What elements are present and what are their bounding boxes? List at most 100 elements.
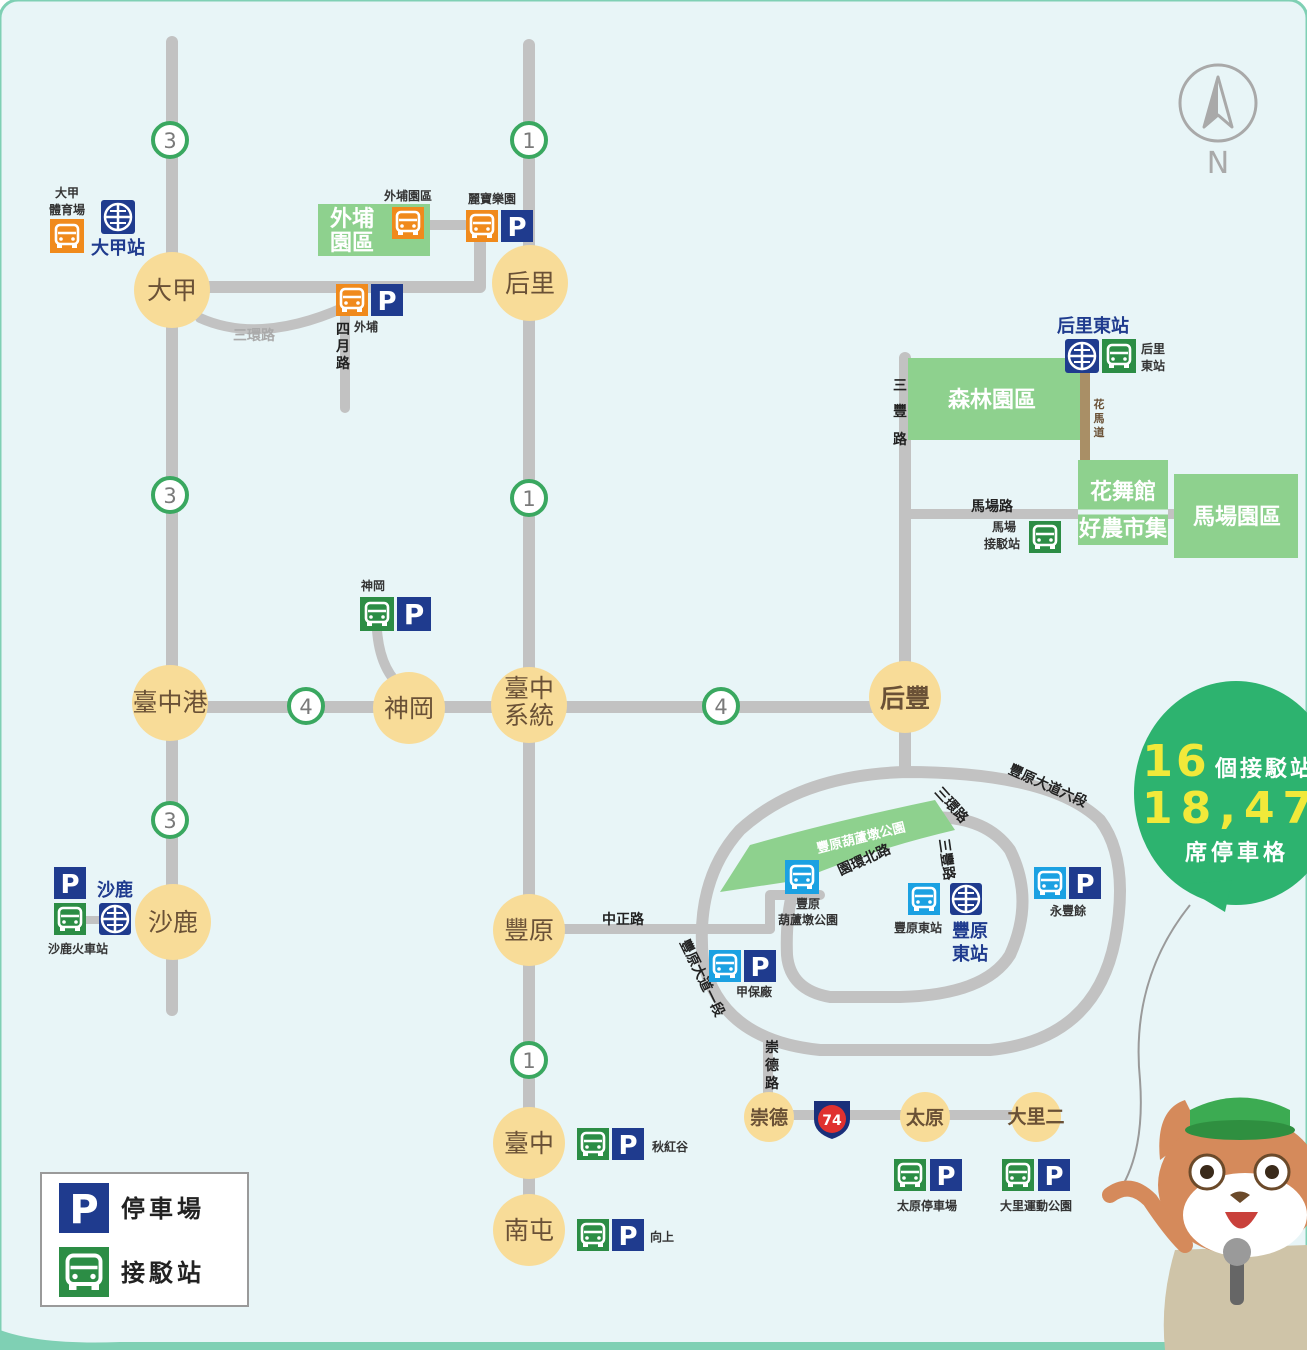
svg-text:4: 4 xyxy=(714,695,727,719)
svg-text:向上: 向上 xyxy=(650,1229,674,1244)
shuttle-orange-icon xyxy=(392,207,424,239)
parking-icon: P xyxy=(397,597,431,631)
shuttle-cyan-icon xyxy=(908,883,940,915)
shield-1-north: 1 xyxy=(510,121,548,159)
bubble-count-stops: 16 xyxy=(1142,736,1209,787)
svg-text:豐原: 豐原 xyxy=(796,896,820,911)
stop-shalu[interactable]: P 沙鹿 沙鹿火車站 xyxy=(48,867,133,956)
svg-text:永豐餘: 永豐餘 xyxy=(1049,903,1087,918)
zone-farmers-market-label: 好農市集 xyxy=(1078,516,1168,542)
bottom-wave xyxy=(0,1330,1307,1350)
svg-text:豐原: 豐原 xyxy=(504,916,554,945)
svg-text:74: 74 xyxy=(822,1113,842,1129)
svg-text:大里運動公園: 大里運動公園 xyxy=(1000,1198,1072,1213)
node-taichung-system: 臺中 系統 xyxy=(491,667,567,743)
svg-text:東站: 東站 xyxy=(1141,358,1165,373)
svg-text:1: 1 xyxy=(522,129,535,153)
svg-text:臺中: 臺中 xyxy=(504,1129,554,1158)
stop-houli-east[interactable]: 后里東站 后里 東站 xyxy=(1057,315,1165,373)
shield-4-east: 4 xyxy=(702,687,740,725)
stop-taiyuan[interactable]: P 太原停車場 xyxy=(894,1159,962,1213)
bubble-spaces-text: 席停車格 xyxy=(1185,840,1289,866)
svg-text:甲保廠: 甲保廠 xyxy=(736,984,773,999)
interchange-nodes[interactable]: 大甲 后里 臺中港 神岡 臺中 系統 后豐 沙鹿 豐原 臺中 南屯 崇德 太原 … xyxy=(132,245,1065,1266)
expressway-74-shield: 74 xyxy=(814,1101,850,1139)
road-sanfeng-2: 豐 xyxy=(893,403,907,420)
stop-xiangshang[interactable]: P 向上 xyxy=(577,1219,674,1252)
parking-icon: P xyxy=(501,210,533,243)
fengyuan-park-zone xyxy=(720,800,955,892)
svg-text:體育場: 體育場 xyxy=(49,202,85,217)
svg-text:P: P xyxy=(936,1162,955,1192)
shuttle-orange-icon xyxy=(50,219,84,253)
parking-icon: P xyxy=(612,1219,644,1252)
svg-text:葫蘆墩公園: 葫蘆墩公園 xyxy=(778,912,838,927)
road-sanhuan: 三環路 xyxy=(233,327,276,344)
node-taichung: 臺中 xyxy=(493,1107,565,1179)
stop-shengang[interactable]: 神岡 P xyxy=(360,578,431,631)
svg-text:4: 4 xyxy=(299,695,312,719)
svg-text:N: N xyxy=(1207,146,1229,181)
shalu-station-label: 沙鹿 xyxy=(97,879,133,901)
svg-text:外埔園區: 外埔園區 xyxy=(384,188,432,203)
stop-fengyuan-park[interactable]: 豐原 葫蘆墩公園 xyxy=(778,860,838,927)
svg-text:1: 1 xyxy=(522,487,535,511)
svg-text:3: 3 xyxy=(163,129,176,153)
zone-waipu-label-1: 外埔 xyxy=(330,206,374,232)
zone-racecourse[interactable]: 馬場園區 xyxy=(1174,474,1298,558)
svg-text:P: P xyxy=(69,1187,98,1233)
road-zhongzheng: 中正路 xyxy=(602,911,645,928)
zone-flower-hall-label: 花舞館 xyxy=(1090,479,1156,505)
svg-text:P: P xyxy=(750,953,769,983)
stop-dajia-stadium[interactable]: 大甲 體育場 xyxy=(49,185,85,253)
stop-qiuhonggu[interactable]: P 秋紅谷 xyxy=(577,1128,689,1161)
road-siyue-2: 月 xyxy=(335,339,350,355)
stop-siyue-waipu[interactable]: P 外埔 xyxy=(336,284,403,334)
svg-text:后里: 后里 xyxy=(1141,341,1165,356)
road-sanfeng-1: 三 xyxy=(893,378,907,394)
svg-text:大甲: 大甲 xyxy=(55,185,79,200)
svg-text:大里二: 大里二 xyxy=(1007,1105,1064,1128)
svg-text:崇德: 崇德 xyxy=(750,1106,788,1129)
shuttle-green-icon xyxy=(54,903,86,935)
rail-station-icon xyxy=(950,883,982,915)
svg-text:神岡: 神岡 xyxy=(384,694,434,723)
stop-yongfengyu[interactable]: P 永豐餘 xyxy=(1034,867,1101,918)
stop-machang[interactable]: 馬場 接駁站 xyxy=(984,519,1061,553)
stop-fengyuan-east[interactable]: 豐原東站 豐原 東站 xyxy=(894,883,988,965)
shield-3-north: 3 xyxy=(151,121,189,159)
stop-waipu-area[interactable]: 外埔園區 xyxy=(384,188,432,239)
svg-text:太原停車場: 太原停車場 xyxy=(897,1198,957,1213)
stop-jiabao[interactable]: P 甲保廠 xyxy=(709,950,776,999)
parking-icon: P xyxy=(1038,1159,1070,1192)
node-dali2: 大里二 xyxy=(1007,1092,1065,1142)
huamadao-3: 道 xyxy=(1094,425,1105,439)
zone-forest[interactable]: 森林園區 xyxy=(908,358,1080,440)
stop-lihpao[interactable]: 麗寶樂園 P xyxy=(466,191,533,243)
zone-flower-hall[interactable]: 花舞館 好農市集 xyxy=(1078,460,1168,545)
node-taiyuan: 太原 xyxy=(900,1092,950,1142)
svg-text:神岡: 神岡 xyxy=(361,578,385,593)
huamadao-1: 花 xyxy=(1094,397,1105,411)
shuttle-cyan-icon xyxy=(1034,867,1066,899)
zone-racecourse-label: 馬場園區 xyxy=(1193,505,1281,530)
shuttle-green-icon xyxy=(577,1219,609,1251)
svg-text:臺中港: 臺中港 xyxy=(132,688,207,717)
parking-icon: P xyxy=(612,1128,644,1161)
node-houli: 后里 xyxy=(492,245,568,321)
stop-dali-sports[interactable]: P 大里運動公園 xyxy=(1000,1159,1072,1213)
shuttle-orange-icon xyxy=(466,210,498,242)
svg-text:系統: 系統 xyxy=(504,701,554,730)
shuttle-green-icon xyxy=(1102,339,1136,373)
mascot-cat-icon xyxy=(1102,1097,1307,1350)
svg-text:沙鹿: 沙鹿 xyxy=(148,908,198,937)
stop-dajia-station[interactable]: 大甲站 xyxy=(91,200,145,259)
north-arrow-icon: N xyxy=(1178,63,1258,181)
road-siyue-1: 四 xyxy=(336,322,350,338)
svg-text:大甲: 大甲 xyxy=(147,276,197,305)
legend: P 停車場 接駁站 xyxy=(40,1172,249,1307)
legend-parking-label: 停車場 xyxy=(121,1195,205,1223)
svg-text:秋紅谷: 秋紅谷 xyxy=(652,1139,689,1154)
